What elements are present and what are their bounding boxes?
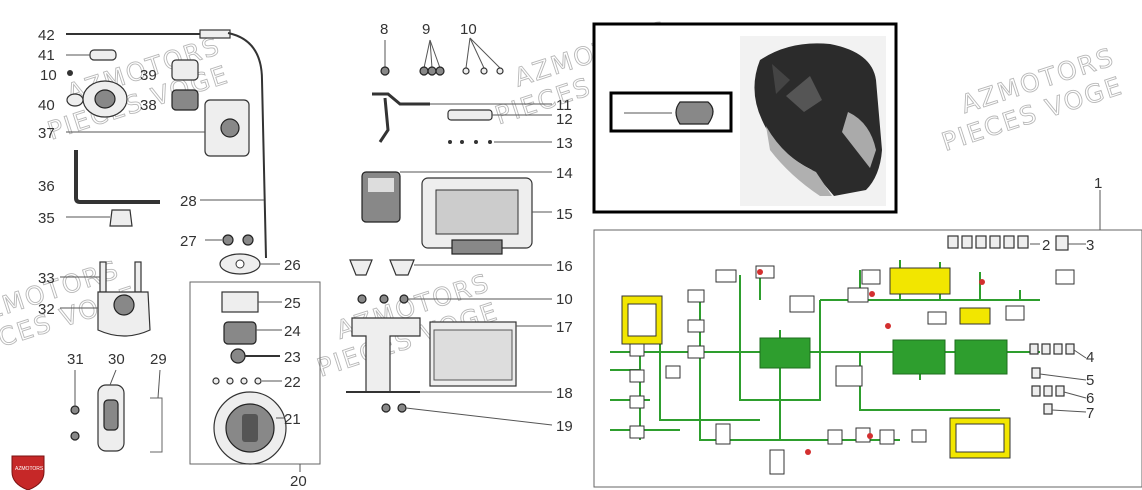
callout-1: 1 [1094,175,1102,192]
callout-4: 4 [1086,349,1094,366]
callout-10: 10 [40,67,57,84]
callout-37: 37 [38,125,55,142]
part-6-clips [1031,385,1065,397]
part-19-nut [381,403,391,413]
lock-parts-group [60,261,163,453]
ignition-lock-box [189,281,321,472]
part-28-cable [227,32,267,259]
brand-logo: AZMOTORS [11,455,45,490]
part-38-connector [171,89,199,111]
callout-16: 16 [556,258,573,275]
callout-33: 33 [38,270,55,287]
callout-24: 24 [284,323,301,340]
part-41-clip [89,49,117,61]
small-connectors [629,265,1075,475]
callout-31: 31 [67,351,84,368]
callout-23: 23 [284,349,301,366]
callout-25: 25 [284,295,301,312]
callout-6: 6 [1086,390,1094,407]
callout-21: 21 [284,411,301,428]
part-10-screw [67,70,73,76]
callout-42: 42 [38,27,55,44]
part-3-clip [1055,235,1069,251]
callout-28: 28 [180,193,197,210]
callout-22: 22 [284,374,301,391]
callout-29: 29 [150,351,167,368]
part-27-nut [222,234,234,246]
callout-30: 30 [108,351,125,368]
part-16-bracket [349,259,373,276]
electronics-group [346,37,553,426]
part-12-sensor [447,109,493,121]
part-36-tube [74,150,160,204]
callout-9: 9 [422,21,430,38]
callout-35: 35 [38,210,55,227]
callout-39: 39 [140,67,157,84]
part-31-screw [70,405,80,415]
part-25-switch [221,291,259,313]
callout-2: 2 [1042,237,1050,254]
part-24-connector [223,321,257,345]
callout-13: 13 [556,135,573,152]
part-10-nuts-top [462,37,504,75]
part-4-clips [1029,343,1075,355]
part-29-bracket [150,397,163,453]
harness-block-top [889,267,951,295]
callout-5: 5 [1086,372,1094,389]
callout-7: 7 [1086,405,1094,422]
part-5-clip [1031,367,1041,379]
callout-19: 19 [556,418,573,435]
part-22-screws [212,377,262,385]
part-33-bolt [99,261,107,293]
part-11-bracket [372,92,430,106]
callout-32: 32 [38,301,55,318]
callout-14: 14 [556,165,573,182]
part-8-nut [380,66,390,76]
callout-3: 3 [1086,237,1094,254]
key-fob-inset [609,91,733,133]
part-39-connector [171,59,199,81]
part-10-nuts-mid [357,294,409,304]
harness-block-a [892,339,946,375]
callout-12: 12 [556,111,573,128]
brand-shield-icon [11,455,45,490]
callout-11: 11 [556,97,572,114]
brand-logo-text: AZMOTORS [15,466,44,472]
wiring-harness-box [593,190,1142,488]
ignition-parts-group [66,29,280,275]
callout-27: 27 [180,233,197,250]
callout-18: 18 [556,385,573,402]
harness-block-b [954,339,1008,375]
part-7-clip [1043,403,1053,415]
callout-41: 41 [38,47,55,64]
callout-8: 8 [380,21,388,38]
part-35-cap [109,209,133,227]
callout-labels: 1 2 3 4 5 6 7 8 9 10 10 10 11 12 13 14 1… [38,21,1102,490]
callout-10: 10 [556,291,573,308]
part-1-frame [593,229,1142,488]
callout-36: 36 [38,178,55,195]
callout-10: 10 [460,21,477,38]
part-13-screws [448,140,492,144]
callout-38: 38 [140,97,157,114]
part-9-nuts [419,39,445,76]
callout-40: 40 [38,97,55,114]
key-fob-small [675,101,714,125]
callout-26: 26 [284,257,301,274]
part-2-clips [947,235,1029,249]
part-42-cable-end [199,29,231,39]
part-23-key [230,348,246,364]
callout-17: 17 [556,319,573,336]
key-fob-box [592,22,898,214]
red-markers [757,269,985,455]
callout-15: 15 [556,206,573,223]
callout-20: 20 [290,473,307,490]
harness-connector-mid [835,365,863,387]
